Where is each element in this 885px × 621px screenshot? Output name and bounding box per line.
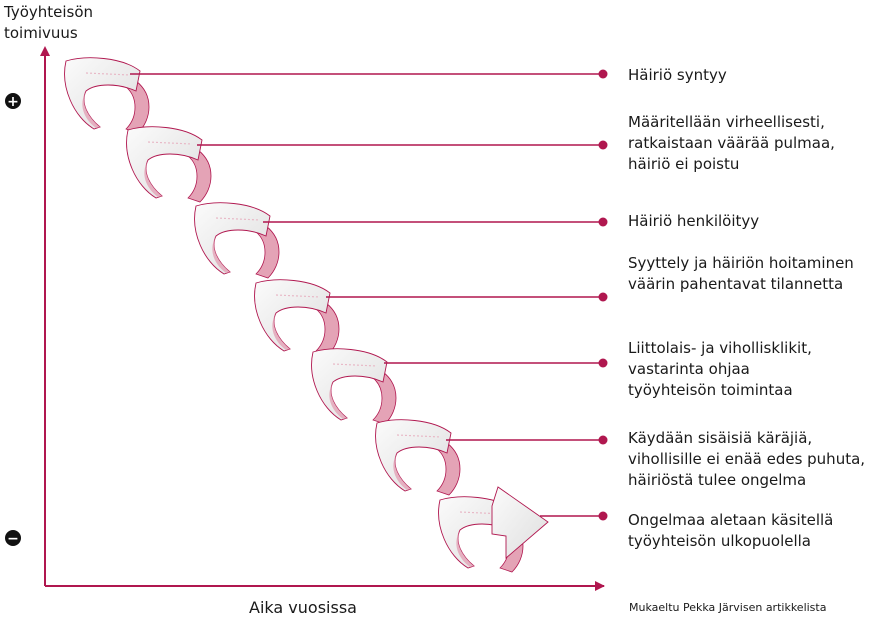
minus-symbol: − <box>7 531 19 547</box>
plus-symbol: + <box>7 94 19 110</box>
spiral-loop <box>255 280 339 355</box>
step-label-line: Määritellään virheellisesti, <box>628 113 825 131</box>
step-dot <box>599 293 608 302</box>
spiral-loop <box>439 487 548 572</box>
spiral-loop <box>127 127 211 202</box>
step-label-line: häiriö ei poistu <box>628 155 739 173</box>
spiral-front-curl <box>376 420 451 491</box>
y-axis-label-line1: Työyhteisön <box>3 3 93 21</box>
step-leaders <box>130 70 608 521</box>
step-label-line: Syyttely ja häiriön hoitaminen <box>628 254 854 272</box>
step-label-line: Häiriö henkilöityy <box>628 212 759 230</box>
spiral-front-curl <box>312 349 387 420</box>
step-label-line: vastarinta ohjaa <box>628 360 750 378</box>
step-dot <box>599 359 608 368</box>
step-dot <box>599 512 608 521</box>
spiral-ribbon <box>65 58 548 572</box>
step-label: Määritellään virheellisesti, ratkaistaan … <box>628 113 835 173</box>
spiral-loop <box>65 58 149 133</box>
step-label: Käydään sisäisiä käräjiä, vihollisille ei… <box>628 429 865 489</box>
step-label: Syyttely ja häiriön hoitaminen väärin pah… <box>628 254 854 293</box>
step-label: Ongelmaa aletaan käsitellä työyhteisön ul… <box>628 511 833 550</box>
spiral-front-curl <box>127 127 202 198</box>
y-axis-label-line2: toimivuus <box>4 24 78 42</box>
step-dot <box>599 70 608 79</box>
spiral-loop <box>195 203 279 278</box>
step-label: Häiriö henkilöityy <box>628 212 759 230</box>
step-label-line: väärin pahentavat tilannetta <box>628 275 843 293</box>
step-label-line: Häiriö syntyy <box>628 66 727 84</box>
step-label-line: työyhteisön toimintaa <box>628 381 793 399</box>
x-axis-label: Aika vuosissa <box>249 598 357 617</box>
plus-icon: + <box>5 93 21 110</box>
spiral-front-curl <box>255 280 330 351</box>
spiral-front-curl <box>195 203 270 274</box>
step-label-line: Liittolais- ja vihollisklikit, <box>628 339 812 357</box>
step-label: Häiriö syntyy <box>628 66 727 84</box>
step-label-line: Käydään sisäisiä käräjiä, <box>628 429 812 447</box>
step-label: Liittolais- ja vihollisklikit, vastarinta… <box>628 339 812 399</box>
source-credit: Mukaeltu Pekka Järvisen artikkelista <box>629 601 826 614</box>
step-dot <box>599 218 608 227</box>
minus-icon: − <box>5 530 21 547</box>
spiral-front-curl <box>65 58 140 129</box>
step-label-line: vihollisille ei enää edes puhuta, <box>628 450 865 468</box>
step-dot <box>599 436 608 445</box>
step-label-line: työyhteisön ulkopuolella <box>628 532 811 550</box>
step-dot <box>599 141 608 150</box>
spiral-loop <box>376 420 460 495</box>
step-label-line: Ongelmaa aletaan käsitellä <box>628 511 833 529</box>
spiral-loop <box>312 349 396 424</box>
step-label-line: ratkaistaan väärää pulmaa, <box>628 134 835 152</box>
step-label-line: häiriöstä tulee ongelma <box>628 471 806 489</box>
